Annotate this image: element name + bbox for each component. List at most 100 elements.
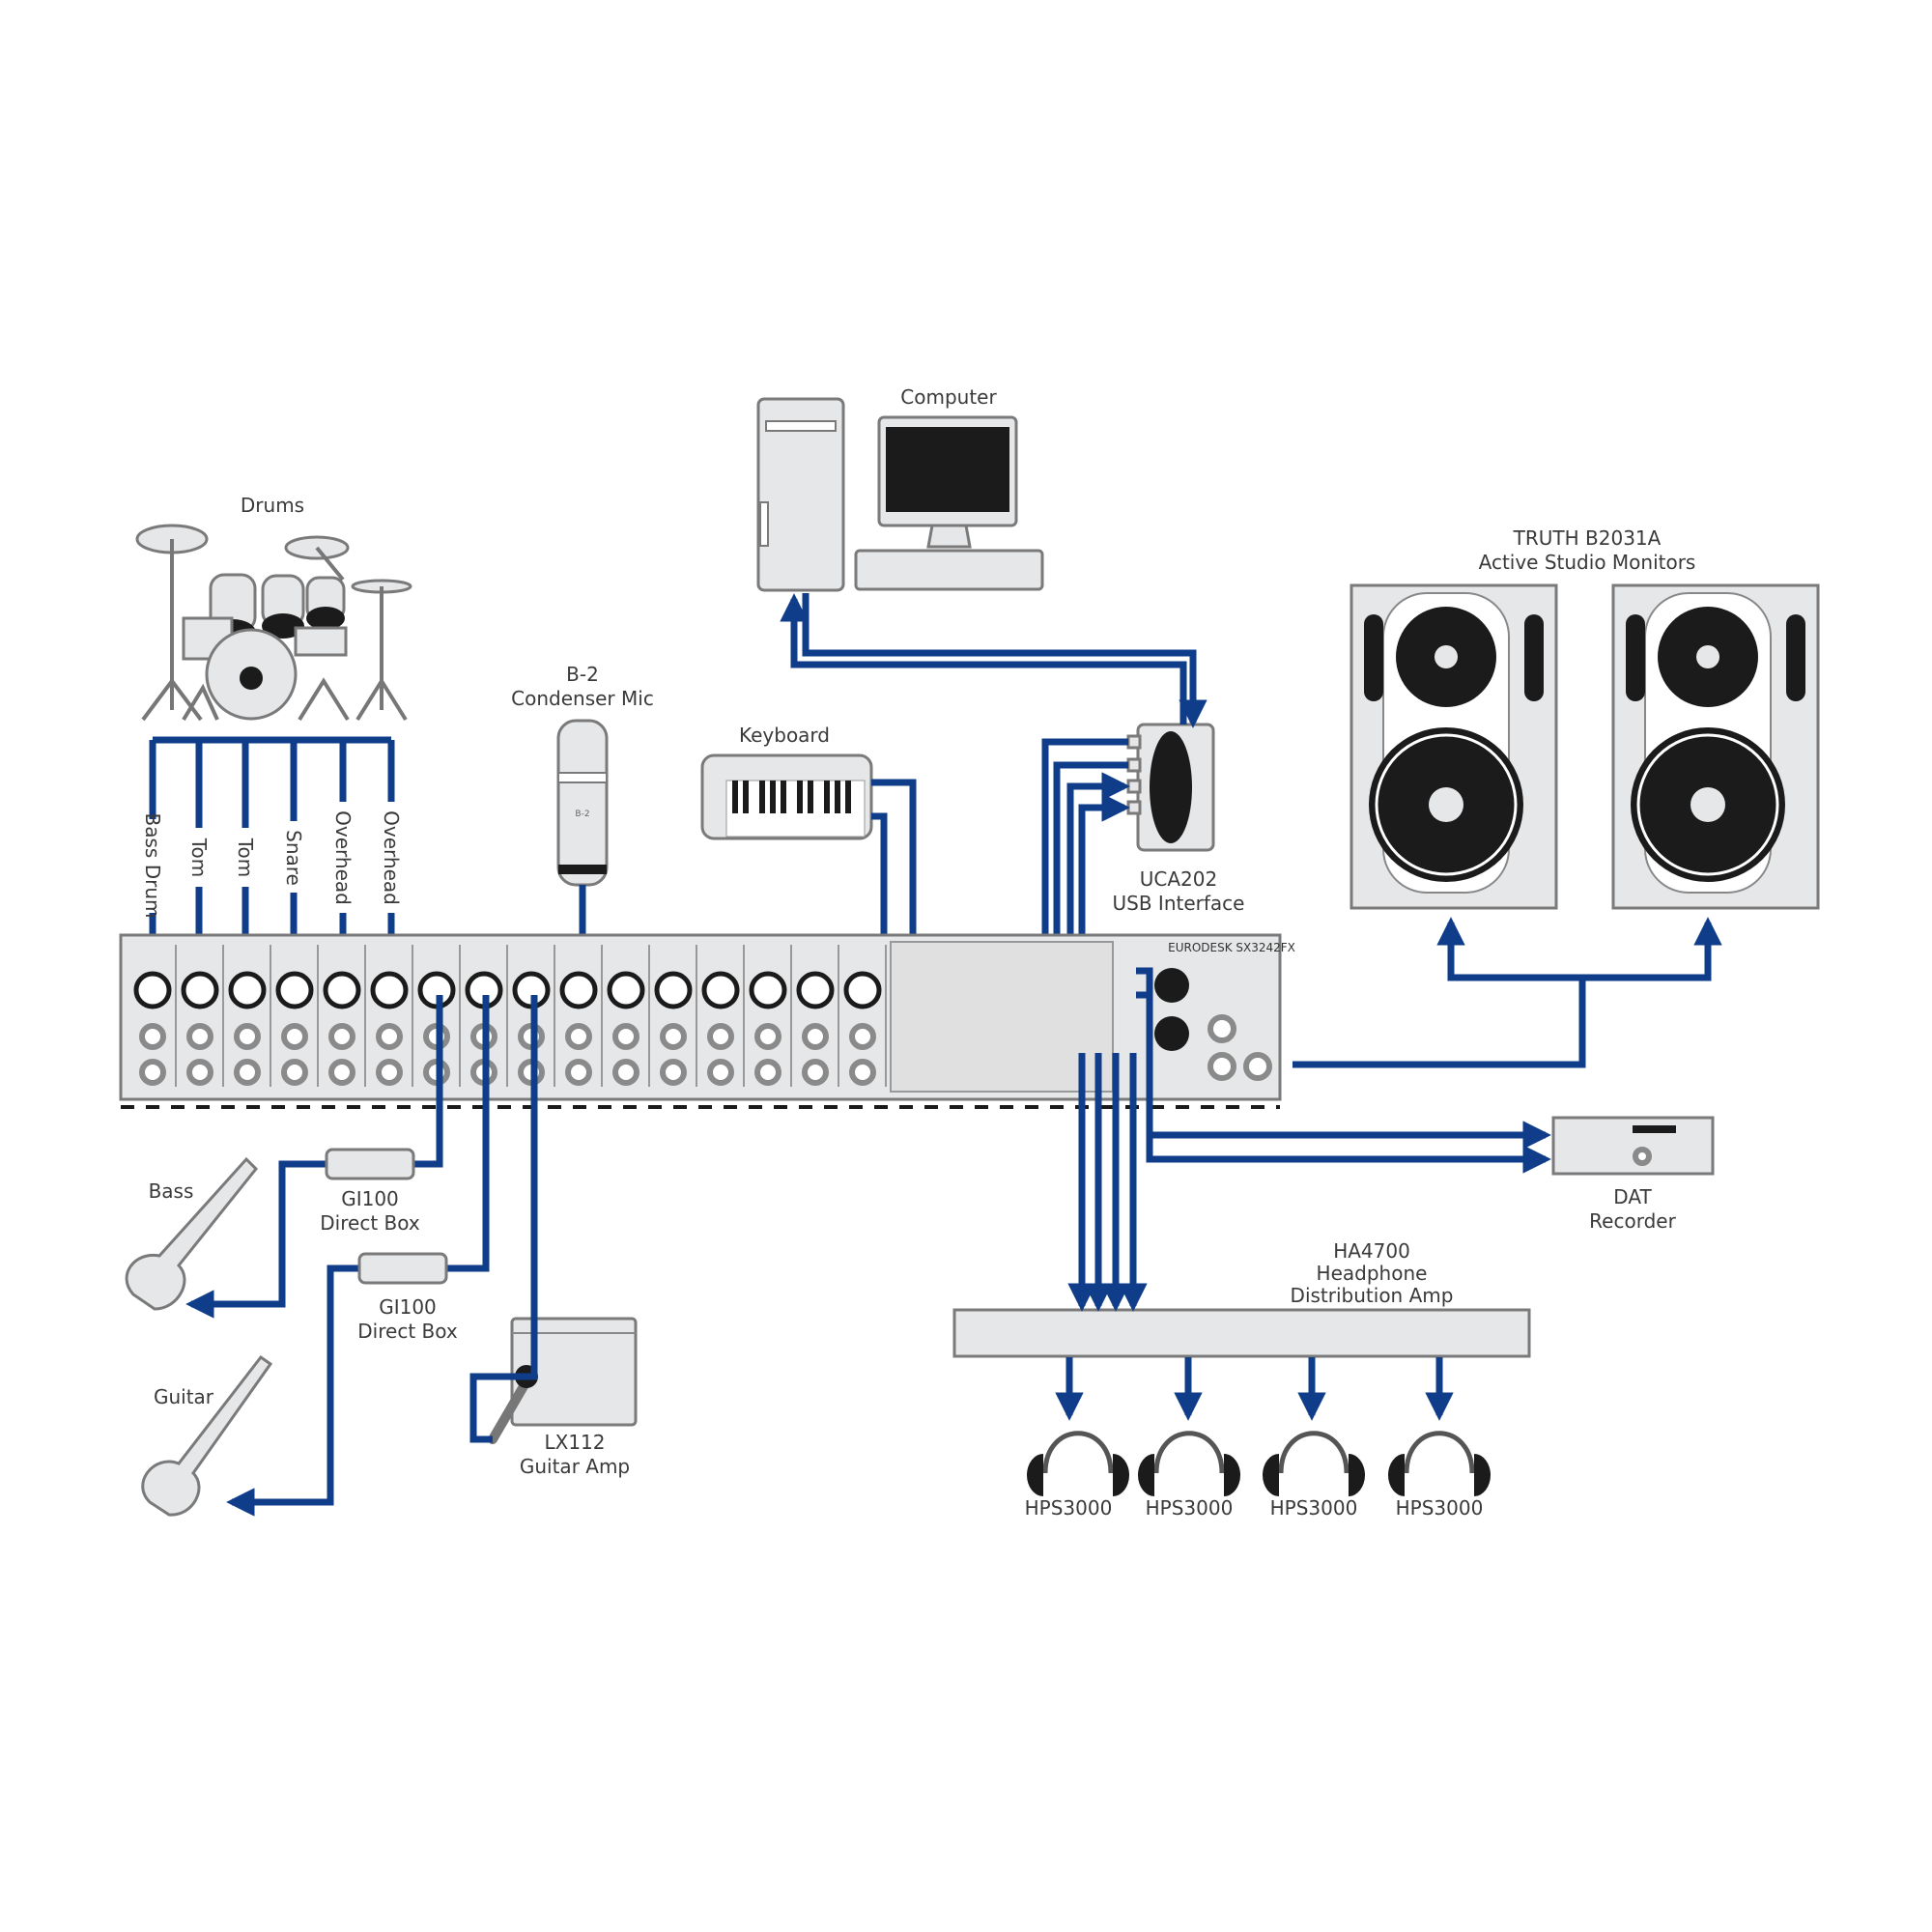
direct-box-2-model: GI100 [379, 1295, 437, 1319]
bass-guitar: Bass GI100 Direct Box [125, 995, 443, 1319]
bass-guitar-icon [125, 1156, 259, 1311]
mixer-channel-strip [370, 945, 413, 1087]
monitors-model: TRUTH B2031A [1513, 526, 1662, 550]
usb-interface-model: UCA202 [1140, 867, 1217, 891]
line-input-jack [565, 1059, 592, 1086]
line-input-jack [186, 1023, 213, 1050]
bass-label: Bass [149, 1179, 194, 1203]
keyboard-black-keys [732, 781, 851, 813]
monitor-cable-right [1582, 917, 1722, 981]
channel-label-overhead-1: Overhead [331, 810, 355, 905]
line-input-jack [186, 1059, 213, 1086]
line-input-jack [376, 1059, 403, 1086]
snare-drum-icon [294, 626, 348, 657]
headphone-4: HPS3000 [1388, 1431, 1491, 1520]
drum-cables: Bass Drum Tom Tom Snare Overhead Overhea… [138, 736, 406, 986]
guitar-label: Guitar [154, 1385, 214, 1408]
headphones: HPS3000 HPS3000 HPS3000 HPS3000 [1025, 1431, 1491, 1520]
mixer-channel-strip [796, 945, 839, 1087]
monitor-cable-left [1436, 917, 1582, 981]
headphone-2: HPS3000 [1138, 1431, 1240, 1520]
direct-box-1-type: Direct Box [320, 1211, 420, 1235]
xlr-input-jack [654, 971, 693, 1009]
line-input-jack [139, 1023, 166, 1050]
line-input-jack [754, 1059, 781, 1086]
studio-monitors: TRUTH B2031A Active Studio Monitors [1293, 526, 1820, 1068]
headphone-amp: HA4700 Headphone Distribution Amp [952, 1053, 1531, 1421]
line-input-jack [707, 1059, 734, 1086]
drum-kit: Drums [135, 494, 412, 722]
headphone-3: HPS3000 [1263, 1431, 1365, 1520]
xlr-input-jack [607, 971, 645, 1009]
headphone-amp-model: HA4700 [1333, 1239, 1410, 1263]
line-input-jack [328, 1059, 355, 1086]
guitar-amp-model: LX112 [544, 1431, 605, 1454]
usb-interface-type: USB Interface [1113, 892, 1245, 915]
guitar-amp: LX112 Guitar Amp [469, 995, 638, 1478]
line-input-jack [754, 1023, 781, 1050]
headphone-icon [1153, 1431, 1225, 1474]
line-input-jack [281, 1059, 308, 1086]
mixer-channel-strip [133, 945, 177, 1087]
headphone-4-label: HPS3000 [1396, 1496, 1484, 1520]
computer-tower-icon [756, 397, 845, 592]
headphone-icon [1042, 1431, 1114, 1474]
monitor-left-icon [1350, 583, 1558, 910]
mixer-channel-strip [654, 945, 697, 1087]
xlr-input-jack [559, 971, 598, 1009]
electric-guitar: Guitar GI100 Direct Box [141, 995, 490, 1517]
channel-label-snare: Snare [282, 830, 305, 886]
headphone-amp-line2: Headphone [1317, 1262, 1428, 1285]
condenser-mic-icon [556, 719, 609, 887]
direct-box-2-type: Direct Box [357, 1320, 458, 1343]
condenser-mic-body-text: B-2 [575, 810, 589, 819]
headphone-3-label: HPS3000 [1270, 1496, 1358, 1520]
direct-box-2-icon [357, 1252, 448, 1285]
headphone-amp-line3: Distribution Amp [1291, 1284, 1454, 1307]
guitar-amp-icon [510, 1317, 638, 1427]
xlr-input-jack [275, 971, 314, 1009]
line-input-jack [139, 1059, 166, 1086]
computer: Computer [756, 385, 1044, 592]
dat-recorder: DAT Recorder [1136, 967, 1715, 1233]
xlr-input-jack [796, 971, 835, 1009]
channel-label-bass-drum: Bass Drum [141, 813, 164, 919]
condenser-mic-type: Condenser Mic [511, 687, 654, 710]
condenser-mic-model: B-2 [566, 663, 599, 686]
line-input-jack [802, 1023, 829, 1050]
headphone-1-label: HPS3000 [1025, 1496, 1113, 1520]
line-input-jack [802, 1059, 829, 1086]
line-input-jack [234, 1059, 261, 1086]
monitors-type: Active Studio Monitors [1479, 551, 1696, 574]
mixer-channel-strip [323, 945, 366, 1087]
dat-recorder-line1: DAT [1613, 1185, 1652, 1208]
line-input-jack [660, 1059, 687, 1086]
line-input-jack [707, 1023, 734, 1050]
drum-channel-labels: Bass Drum Tom Tom Snare Overhead Overhea… [141, 810, 403, 918]
channel-label-tom-1: Tom [187, 838, 211, 878]
xlr-input-jack [323, 971, 361, 1009]
mixer: EURODESK SX3242FX [119, 933, 1295, 1109]
mixer-channel-strip [559, 945, 603, 1087]
mixer-master-section [890, 941, 1272, 1093]
mixer-channel-strip [228, 945, 271, 1087]
line-input-jack [612, 1059, 639, 1086]
xlr-input-jack [370, 971, 409, 1009]
mixer-channel-strip [749, 945, 792, 1087]
monitor-cable-trunk [1293, 978, 1586, 1068]
headphone-1: HPS3000 [1025, 1431, 1129, 1520]
channel-label-overhead-2: Overhead [380, 810, 403, 905]
condenser-mic: B-2 Condenser Mic B-2 [511, 663, 654, 986]
line-input-jack [612, 1023, 639, 1050]
xlr-input-jack [701, 971, 740, 1009]
line-input-jack [849, 1023, 876, 1050]
headphone-amp-icon [952, 1308, 1531, 1358]
direct-box-1-icon [325, 1148, 415, 1180]
line-input-jack [660, 1023, 687, 1050]
computer-label: Computer [900, 385, 997, 409]
mixer-channel-strip [843, 945, 887, 1087]
line-input-jack [281, 1023, 308, 1050]
line-input-jack [376, 1023, 403, 1050]
line-input-jack [849, 1059, 876, 1086]
